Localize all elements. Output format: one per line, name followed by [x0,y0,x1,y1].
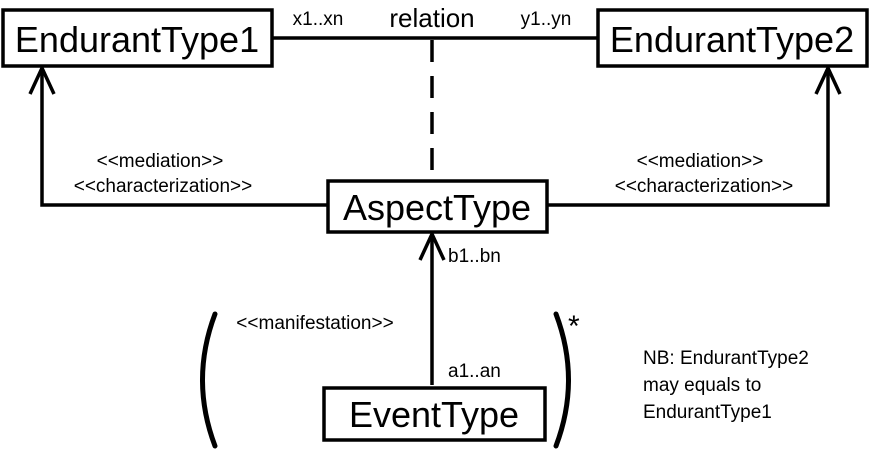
node-aspect-type-label: AspectType [343,187,531,228]
note-line-1: NB: EndurantType2 [643,348,809,369]
manifestation-target-multiplicity: b1..bn [448,246,501,267]
node-endurant-type1-label: EndurantType1 [15,19,259,60]
manifestation-stereotype: <<manifestation>> [236,313,393,334]
aspect-to-endurant1-edge [40,70,328,207]
node-aspect-type: AspectType [326,179,549,234]
left-stereotype-characterization: <<characterization>> [74,176,253,197]
manifestation-source-multiplicity: a1..an [448,361,501,382]
right-stereotype-mediation: <<mediation>> [637,151,764,172]
note-line-3: EndurantType1 [643,402,772,423]
group-repeat-marker: * [568,310,580,343]
node-endurant-type2: EndurantType2 [596,8,869,68]
group-right-parenthesis [553,311,571,449]
arrowhead-endurant1 [28,63,56,95]
arrowhead-endurant2 [814,63,842,95]
aspect-to-endurant2-edge [547,70,830,207]
node-event-type-label: EventType [349,394,519,435]
relation-left-multiplicity: x1..xn [293,9,344,30]
node-event-type: EventType [322,386,547,442]
node-endurant-type2-label: EndurantType2 [610,19,854,60]
right-stereotype-characterization: <<characterization>> [615,176,794,197]
group-left-parenthesis [200,311,218,449]
relation-right-multiplicity: y1..yn [521,9,572,30]
left-stereotype-mediation: <<mediation>> [97,151,224,172]
note-line-2: may equals to [643,375,761,396]
relation-label: relation [389,3,474,33]
arrowhead-aspect [418,229,446,261]
node-endurant-type1: EndurantType1 [1,8,274,68]
note: NB: EndurantType2 may equals to Endurant… [643,348,809,423]
